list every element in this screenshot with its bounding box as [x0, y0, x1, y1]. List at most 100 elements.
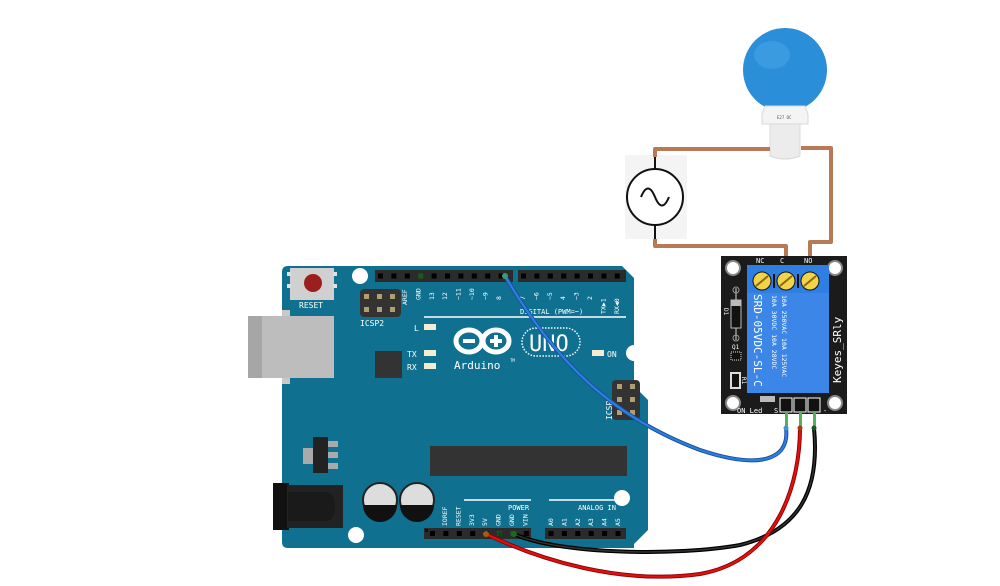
terminal-label: NO — [804, 257, 812, 265]
pin-hole — [445, 273, 450, 279]
pin-hole — [458, 273, 464, 279]
pin-label: 5V — [481, 518, 489, 526]
mounting-hole — [352, 268, 368, 284]
pin-hole — [601, 273, 607, 279]
pin-label: A4 — [601, 518, 609, 526]
pin-label: ~5 — [546, 292, 554, 300]
arduino-logo: UNO Arduino TM — [453, 327, 581, 372]
pin-hole — [456, 531, 462, 536]
pin-hole — [471, 273, 477, 279]
pin-label: ~11 — [455, 288, 463, 300]
svg-text:TX: TX — [407, 350, 417, 359]
mounting-hole — [614, 490, 630, 506]
pin-label: RX◀0 — [613, 298, 621, 314]
relay-pin-header — [779, 397, 821, 413]
terminal-label: C — [780, 257, 784, 265]
atmega-chip — [430, 446, 627, 476]
pin-hole — [431, 273, 437, 279]
tm-label: TM — [510, 358, 515, 363]
pin-label: A2 — [574, 518, 582, 526]
pin-hole — [615, 531, 621, 536]
mounting-hole — [348, 527, 364, 543]
pin-hole — [430, 531, 435, 536]
voltage-regulator — [303, 437, 338, 473]
capacitor — [399, 482, 435, 522]
reset-label: RESET — [299, 301, 323, 310]
pin-hole — [614, 273, 620, 279]
pin-hole — [443, 531, 449, 536]
bulb-label: E27 DC — [777, 115, 792, 120]
pin-hole — [588, 531, 594, 536]
svg-text:R1: R1 — [740, 377, 747, 385]
pin-label: GND — [414, 288, 422, 300]
uno-badge — [521, 327, 581, 357]
pin-label: 4 — [559, 296, 567, 300]
wire-relay-no-to-bulb — [801, 146, 833, 282]
model-label: UNO — [529, 332, 569, 357]
analog-pin-holes — [548, 531, 621, 536]
relay-part-number: SRD-05VDC-SL-C — [751, 294, 764, 387]
pin-label: VIN — [521, 514, 529, 526]
pin-label: 13 — [428, 292, 436, 300]
pin-label: TX▶1 — [599, 298, 607, 314]
icsp2-header — [360, 289, 401, 317]
pin-label: AREF — [401, 289, 409, 305]
pin-hole — [523, 531, 529, 536]
usb-connector — [248, 310, 334, 384]
led-on: ON — [592, 350, 617, 359]
diode-d1: D1 — [722, 286, 742, 342]
svg-text:Q1: Q1 — [732, 344, 740, 351]
pin-label: 7 — [519, 296, 527, 300]
resistor-r1: R1 — [730, 372, 747, 389]
svg-text:ON: ON — [607, 350, 617, 359]
pin-label: RESET — [454, 506, 462, 526]
icsp-label: ICSP — [605, 401, 614, 420]
pin-hole — [561, 273, 567, 279]
power-label: POWER — [508, 504, 530, 512]
pin-label: A5 — [614, 518, 622, 526]
usb-chip — [375, 351, 402, 378]
led-rx: RX — [407, 363, 436, 372]
screw-terminals — [752, 271, 820, 291]
pin-label: GND — [495, 514, 503, 526]
pin-minus-label: - — [823, 407, 827, 415]
pin-hole — [548, 531, 554, 536]
pin-label: ~3 — [573, 292, 581, 300]
pin-hole — [534, 273, 540, 279]
pin-hole — [378, 273, 383, 279]
pin-hole — [418, 273, 424, 279]
power-header — [424, 528, 531, 539]
pin-label: 12 — [441, 292, 449, 300]
pin-label: ~10 — [468, 288, 476, 300]
led-tx: TX — [407, 350, 436, 359]
sine-wave-icon — [640, 187, 670, 207]
brand-label: Arduino — [454, 359, 500, 372]
digital-header-right — [518, 270, 626, 282]
pin-label: ~6 — [532, 292, 540, 300]
pin-hole — [588, 273, 593, 279]
pin-label: A0 — [547, 518, 555, 526]
pin-hole — [391, 273, 397, 279]
pin-hole — [575, 531, 581, 536]
pin-label: 8 — [495, 296, 503, 300]
pin-hole — [602, 531, 608, 536]
wire-bulb-to-source — [653, 147, 770, 157]
pin-hole — [485, 273, 491, 279]
pin-hole — [470, 531, 476, 536]
pin-label: A1 — [560, 518, 568, 526]
light-bulb: E27 DC — [743, 28, 827, 160]
pin-s-label: S — [774, 407, 778, 415]
signal-wires — [483, 273, 817, 579]
pin-label: ~9 — [481, 292, 489, 300]
analog-header — [545, 528, 626, 539]
relay-module-name: Keyes_SRly — [831, 316, 844, 383]
reset-button[interactable] — [287, 268, 337, 300]
pin-hole — [547, 273, 553, 279]
